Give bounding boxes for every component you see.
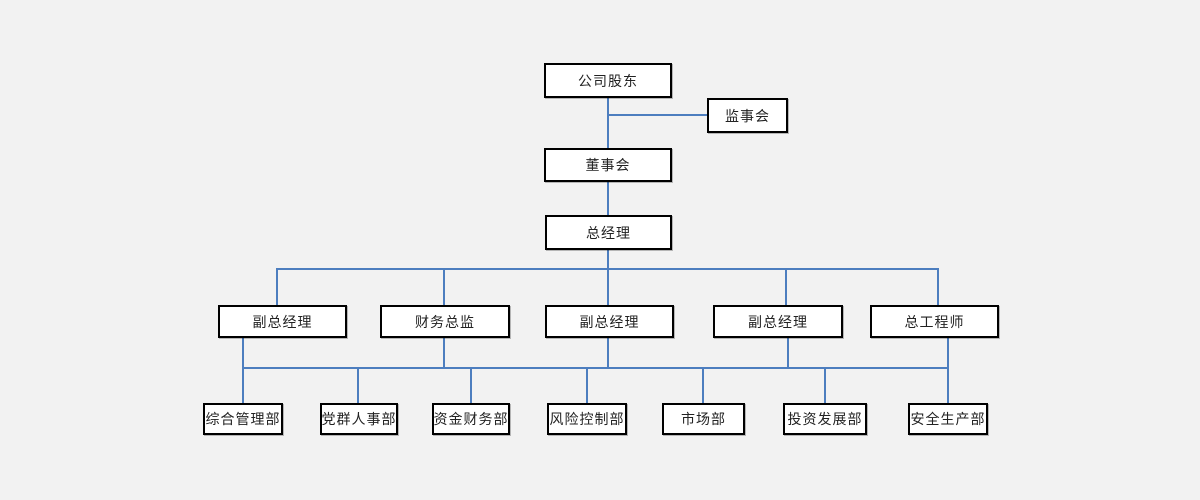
connector-deputy1-to-admin — [242, 338, 244, 403]
connector-deputy3-to-bus — [787, 338, 789, 368]
connector-drop-deputy2 — [607, 268, 609, 305]
connector-drop-risk — [586, 367, 588, 403]
org-node-finance-director: 财务总监 — [380, 305, 510, 338]
org-node-label: 董事会 — [585, 159, 631, 174]
org-node-dept-treasury-finance: 资金财务部 — [432, 403, 510, 435]
connector-drop-chief — [937, 268, 939, 305]
connector-drop-deputy3 — [785, 268, 787, 305]
org-node-supervisory-board: 监事会 — [707, 98, 788, 133]
org-node-dept-market: 市场部 — [662, 403, 745, 435]
org-node-dept-risk-control: 风险控制部 — [547, 403, 627, 435]
org-node-general-manager: 总经理 — [545, 215, 672, 250]
org-node-dept-general-admin: 综合管理部 — [203, 403, 283, 435]
org-node-label: 监事会 — [725, 109, 770, 125]
connector-drop-treasury — [470, 367, 472, 403]
org-node-label: 副总经理 — [748, 315, 808, 331]
org-node-label: 副总经理 — [579, 315, 640, 331]
org-node-dept-party-hr: 党群人事部 — [320, 403, 398, 435]
connector-chief-to-safety — [947, 338, 949, 403]
org-node-label: 综合管理部 — [205, 413, 281, 428]
connector-gm-stem — [607, 250, 609, 268]
org-node-deputy-gm-2: 副总经理 — [545, 305, 674, 338]
connector-drop-market — [702, 367, 704, 403]
org-node-label: 公司股东 — [578, 74, 638, 90]
org-node-deputy-gm-3: 副总经理 — [713, 305, 843, 338]
org-node-shareholders: 公司股东 — [544, 63, 672, 98]
connector-drop-investment — [824, 367, 826, 403]
org-node-dept-investment-dev: 投资发展部 — [783, 403, 867, 435]
connector-deputy2-to-bus — [607, 338, 609, 368]
org-node-board-of-directors: 董事会 — [544, 148, 672, 182]
connector-finance-to-bus — [443, 338, 445, 368]
org-node-label: 总经理 — [586, 226, 631, 242]
connector-drop-finance — [443, 268, 445, 305]
org-node-label: 投资发展部 — [787, 413, 863, 428]
org-node-label: 总工程师 — [904, 315, 965, 331]
connector-supervisory-branch — [607, 114, 707, 116]
org-node-label: 党群人事部 — [321, 413, 397, 428]
org-node-label: 资金财务部 — [433, 413, 509, 428]
connector-board-gm — [607, 182, 609, 215]
org-node-label: 风险控制部 — [549, 413, 625, 428]
connector-drop-party-hr — [357, 367, 359, 403]
org-node-label: 安全生产部 — [910, 413, 986, 428]
connector-bus-level3 — [242, 367, 949, 369]
org-node-dept-safety-production: 安全生产部 — [908, 403, 988, 435]
org-node-deputy-gm-1: 副总经理 — [218, 305, 347, 338]
connector-shareholders-board — [607, 98, 609, 150]
connector-drop-deputy1 — [276, 268, 278, 305]
org-node-chief-engineer: 总工程师 — [870, 305, 999, 338]
org-node-label: 副总经理 — [252, 315, 313, 331]
org-node-label: 财务总监 — [415, 315, 475, 331]
org-node-label: 市场部 — [681, 413, 726, 428]
